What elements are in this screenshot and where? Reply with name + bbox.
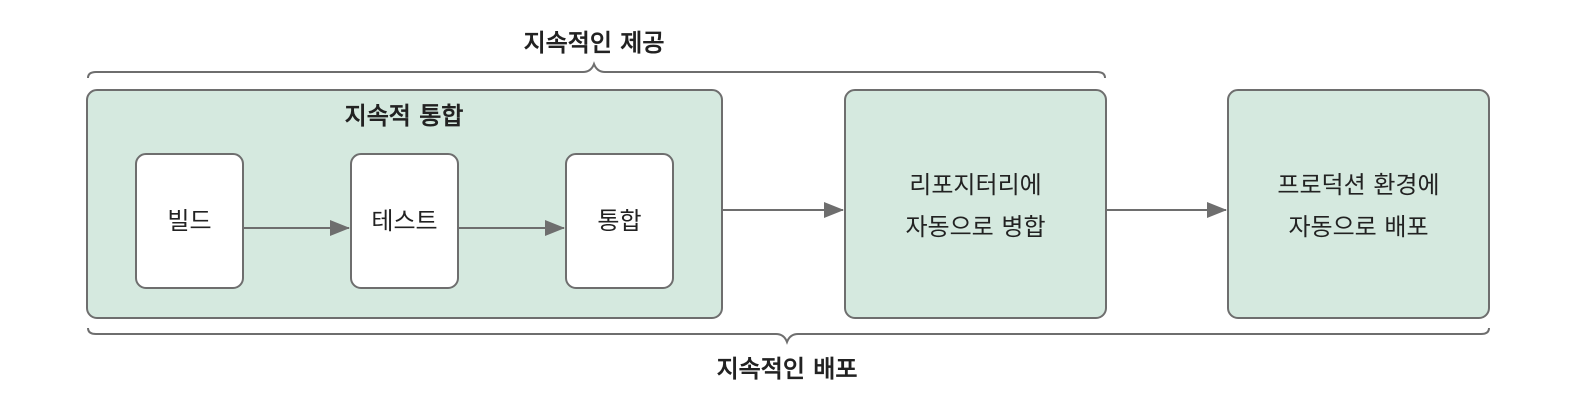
repo-merge-line1: 리포지터리에 <box>909 171 1042 199</box>
repo-merge-line2: 자동으로 병합 <box>905 213 1046 241</box>
test-label: 테스트 <box>371 207 438 235</box>
top-brace <box>87 61 1106 79</box>
ci-group-title: 지속적 통합 <box>344 102 464 130</box>
prod-deploy-box <box>1227 89 1490 319</box>
prod-deploy-line2: 자동으로 배포 <box>1288 213 1429 241</box>
build-box <box>135 153 244 289</box>
integrate-box <box>565 153 674 289</box>
test-box <box>350 153 459 289</box>
build-label: 빌드 <box>167 207 212 235</box>
bottom-brace <box>87 327 1490 345</box>
repo-merge-box <box>844 89 1107 319</box>
top-brace-label: 지속적인 제공 <box>523 29 665 57</box>
integrate-label: 통합 <box>597 207 642 235</box>
prod-deploy-line1: 프로덕션 환경에 <box>1277 171 1440 199</box>
bottom-brace-label: 지속적인 배포 <box>716 355 858 383</box>
